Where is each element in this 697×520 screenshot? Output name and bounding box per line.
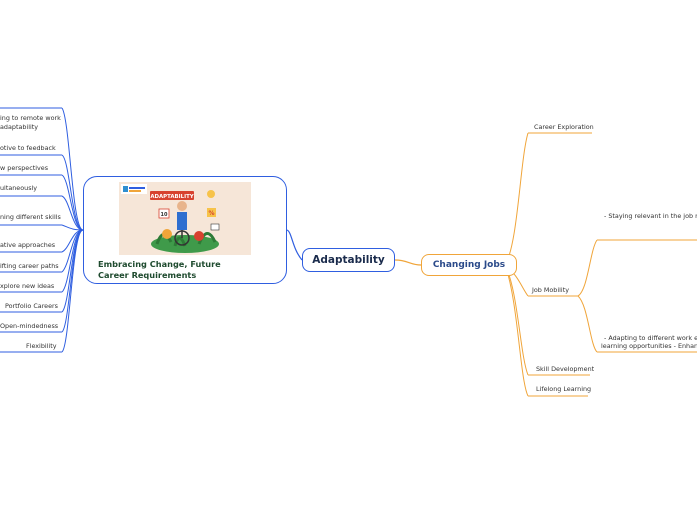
svg-text:10: 10 [161, 212, 168, 218]
subtopic-remote-work-line-2[interactable]: adaptability [0, 123, 39, 131]
subtopic-flexibility[interactable]: Flexibility [26, 342, 57, 350]
adaptability-illustration-graphic: ADAPTABILITY 10 % [119, 182, 251, 255]
subtopic-career-exploration[interactable]: Career Exploration [534, 123, 594, 131]
topic-embracing-change-label: Embracing Change, Future Career Requirem… [98, 259, 221, 280]
subtopic-skill-development[interactable]: Skill Development [536, 365, 595, 373]
central-topic-adaptability[interactable]: Adaptability [302, 248, 395, 272]
topic-changing-jobs-label: Changing Jobs [432, 260, 506, 270]
subtopic-portfolio-careers[interactable]: Portfolio Careers [5, 302, 59, 310]
subtopic-creative-approaches[interactable]: ative approaches [0, 241, 56, 249]
illustration-banner-text: ADAPTABILITY [150, 194, 193, 200]
detail-adapting-line-1[interactable]: - Adapting to different work enviro [604, 334, 697, 342]
svg-text:%: % [208, 210, 214, 217]
subtopic-job-mobility[interactable]: Job Mobility [532, 286, 569, 294]
subtopic-shifting-career-paths[interactable]: ifting career paths [0, 262, 59, 270]
subtopic-explore-new-ideas[interactable]: xplore new ideas [0, 282, 55, 290]
adaptability-illustration: ADAPTABILITY 10 % [119, 182, 251, 255]
subtopic-remote-work-line-1[interactable]: ing to remote work [0, 114, 61, 122]
central-topic-label: Adaptability [312, 254, 385, 266]
detail-adapting-line-2[interactable]: learning opportunities - Enhancing [601, 342, 697, 350]
subtopic-open-mindedness[interactable]: Open-mindedness [0, 322, 59, 330]
topic-changing-jobs[interactable]: Changing Jobs [421, 254, 517, 276]
detail-staying-relevant[interactable]: - Staying relevant in the job marke [604, 212, 697, 220]
subtopic-simultaneously[interactable]: ultaneously [0, 184, 38, 192]
subtopic-lifelong-learning[interactable]: Lifelong Learning [536, 385, 592, 393]
subtopic-new-perspectives[interactable]: w perspectives [0, 164, 49, 172]
subtopic-receptive-to-feedback[interactable]: otive to feedback [0, 144, 56, 152]
subtopic-different-skills[interactable]: ning different skills [0, 213, 61, 221]
topic-embracing-change[interactable]: ADAPTABILITY 10 % Embracing Change, Futu… [83, 176, 287, 284]
